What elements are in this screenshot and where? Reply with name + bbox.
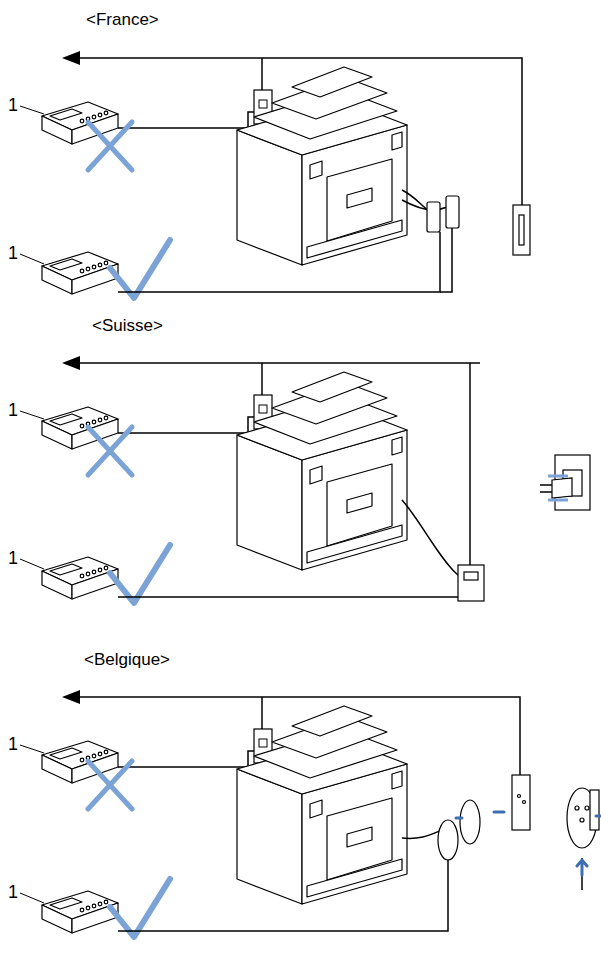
- suisse-wiring: [118, 363, 556, 597]
- adapter-pin: [580, 818, 584, 822]
- adapter-pin: [585, 806, 589, 810]
- fax-wire: [402, 500, 458, 575]
- belgique-wiring: [118, 697, 582, 931]
- junction-port: [464, 572, 478, 580]
- insert-arrow: [456, 812, 600, 875]
- france-panel: [20, 51, 480, 298]
- fax-wire: [402, 830, 442, 838]
- suisse-parts: [458, 455, 590, 601]
- callout-number: 1: [8, 549, 18, 569]
- plug: [460, 800, 480, 844]
- right-wire: [118, 860, 448, 931]
- plug: [438, 820, 458, 860]
- wall-socket: [590, 790, 599, 830]
- callout-number: 1: [8, 401, 18, 421]
- adapter-pin: [575, 806, 579, 810]
- right-wire: [118, 596, 458, 598]
- panel-title: <Belgique>: [84, 651, 170, 670]
- callout-number: 1: [8, 96, 18, 116]
- callout-number: 1: [8, 244, 18, 264]
- junction-box: [458, 565, 484, 601]
- panel-title: <Suisse>: [92, 317, 163, 336]
- wall-socket: [513, 205, 530, 255]
- belgique-panel: [20, 690, 480, 937]
- socket-pin: [518, 795, 521, 798]
- plug: [552, 478, 572, 498]
- suisse-panel: [20, 356, 480, 603]
- phone-line: [480, 697, 520, 775]
- wall-socket: [512, 775, 530, 830]
- plug-wire: [440, 228, 452, 292]
- phone-line: [469, 363, 471, 565]
- insert-arrow: [548, 476, 568, 500]
- panel-title: <France>: [86, 11, 159, 30]
- phone-line: [480, 58, 522, 205]
- socket-pin: [523, 801, 526, 804]
- right-wire: [118, 232, 440, 292]
- france-wiring: [118, 58, 522, 292]
- france-plugs: [427, 196, 530, 255]
- plug: [446, 196, 459, 228]
- callout-number: 1: [8, 735, 18, 755]
- plug: [427, 202, 440, 232]
- callout-number: 1: [8, 883, 18, 903]
- socket-slot: [519, 215, 524, 245]
